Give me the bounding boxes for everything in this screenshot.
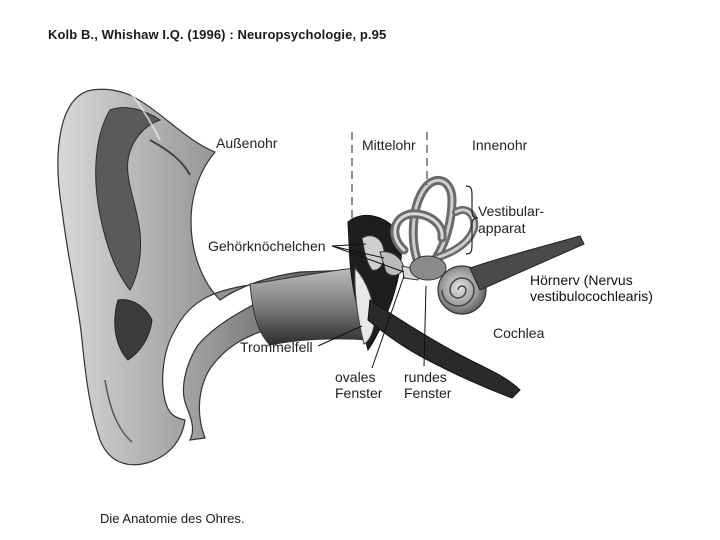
label-oval-line2: Fenster bbox=[335, 385, 383, 401]
region-label-outer: Außenohr bbox=[216, 135, 278, 151]
label-ossicles: Gehörknöchelchen bbox=[208, 238, 326, 254]
label-cochlea: Cochlea bbox=[493, 325, 545, 341]
ossicles-pointer-lines bbox=[331, 243, 405, 273]
label-nerve-line2: vestibulocochlearis) bbox=[530, 288, 653, 304]
oval-window-pointer bbox=[371, 275, 405, 369]
label-oval-line1: ovales bbox=[335, 369, 375, 385]
vestibule-drawing bbox=[409, 255, 447, 281]
figure-caption: Die Anatomie des Ohres. bbox=[100, 511, 245, 526]
round-window-pointer bbox=[423, 285, 427, 367]
eustachian-tube-drawing bbox=[367, 299, 521, 399]
semicircular-canals-drawing bbox=[390, 175, 479, 267]
label-vestibular-line1: Vestibular- bbox=[478, 203, 544, 219]
label-vestibular-line2: apparat bbox=[478, 220, 526, 236]
eardrum-drawing bbox=[354, 266, 375, 345]
label-nerve-line1: Hörnerv (Nervus bbox=[530, 272, 633, 288]
label-eardrum: Trommelfell bbox=[240, 339, 313, 355]
outer-ear-drawing bbox=[57, 88, 356, 466]
label-round-line2: Fenster bbox=[404, 385, 452, 401]
label-round-line1: rundes bbox=[404, 369, 447, 385]
auditory-nerve-drawing bbox=[469, 235, 585, 291]
region-label-middle: Mittelohr bbox=[362, 137, 416, 153]
eardrum-pointer bbox=[317, 325, 363, 347]
vestibular-brace bbox=[465, 185, 479, 255]
citation-header: Kolb B., Whishaw I.Q. (1996) : Neuropsyc… bbox=[48, 27, 387, 42]
ear-canal-drawing bbox=[249, 267, 371, 346]
region-label-inner: Innenohr bbox=[472, 137, 528, 153]
